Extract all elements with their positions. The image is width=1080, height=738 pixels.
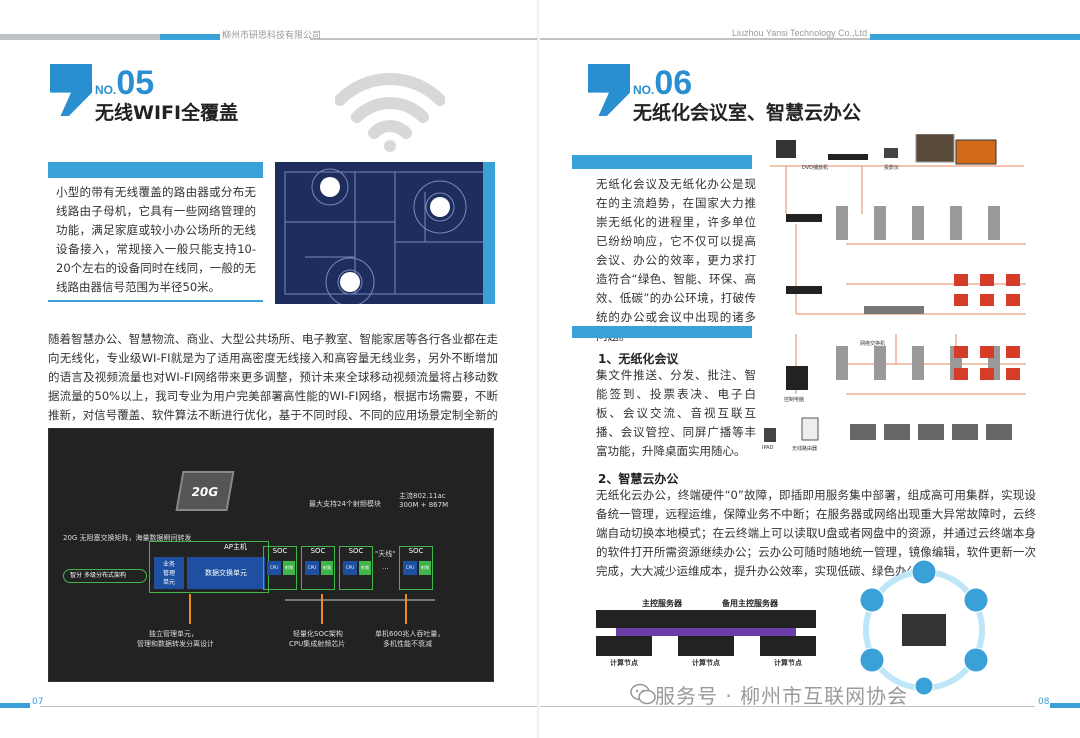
left-page: 柳州市研思科技有限公司 NO.05 无线WIFI全覆盖 小型的带有无线覆盖的路由… <box>0 30 540 708</box>
right-header: Liuzhou Yansi Technology Co.,Ltd <box>732 28 868 38</box>
section-number: 06 <box>654 64 693 102</box>
ellipsis-label: ... <box>382 563 389 571</box>
throughput-label-2: 多机性能不衰减 <box>383 640 432 648</box>
left-header: 柳州市研思科技有限公司 <box>222 30 322 40</box>
compute-node-label-3: 计算节点 <box>774 659 802 667</box>
main-server-label: 主控服务器 <box>642 599 682 608</box>
cloud-terminal-ring <box>859 559 989 696</box>
ap-architecture-diagram: 20G 20G 无阻塞交换矩阵，海量数据瞬间转发 AP主机 业务 管理 单元 数… <box>48 428 494 682</box>
wechat-icon <box>630 683 656 705</box>
section-title: 无纸化会议室、智慧云办公 <box>633 102 862 124</box>
ac-standard-label: 主流802.11ac <box>399 492 446 500</box>
slash-icon <box>50 64 92 116</box>
speed-label: 300M + 867M <box>399 501 449 509</box>
soc-box-3: SOC CPU 射频 <box>339 546 373 590</box>
router-label: 无线路由器 <box>792 446 818 452</box>
intro-text: 小型的带有无线覆盖的路由器或分布无线路由子母机，它具有一些网络管理的功能，满足家… <box>56 185 256 294</box>
projector-label: 投影仪 <box>884 165 900 171</box>
no-prefix: NO. <box>95 83 117 97</box>
compute-node-label-1: 计算节点 <box>610 659 638 667</box>
soc-box-1: SOC CPU 射频 <box>263 546 297 590</box>
multi-level-label: 多级分布式架构 <box>83 572 126 579</box>
antenna-label: "天线" <box>375 550 396 558</box>
soc-group: SOC CPU 射频 SOC CPU 射频 SOC CPU 射频 <box>263 546 379 592</box>
ipad-label: IPAD <box>762 445 774 451</box>
right-page: Liuzhou Yansi Technology Co.,Ltd NO.06 无… <box>540 0 1080 738</box>
top-bar-right-blue <box>870 34 1080 40</box>
no-prefix: NO. <box>633 83 655 97</box>
body-text: 随着智慧办公、智慧物流、商业、大型公共场所、电子教室、智能家居等各行各业都在走向… <box>48 332 498 441</box>
section-title: 无线WIFI全覆盖 <box>95 102 239 124</box>
control-pc-label: 控制电脑 <box>784 397 805 403</box>
data-switch-unit: 数据交换单元 <box>187 557 265 589</box>
soc-arch-label-2: CPU集成射频芯片 <box>289 640 346 648</box>
section-number: 05 <box>116 64 155 102</box>
intro-text: 无纸化会议及无纸化办公是现在的主流趋势，在国家大力推崇无纸化的进程里，许多单位已… <box>596 177 756 343</box>
switch-matrix-label: 20G 无阻塞交换矩阵，海量数据瞬间转发 <box>63 534 192 542</box>
sub-1-text: 集文件推送、分发、批注、智能签到、投票表决、电子白板、会议交流、音视互联互播、会… <box>596 368 756 458</box>
business-mgmt-unit: 业务 管理 单元 <box>154 557 184 589</box>
intro-box <box>48 162 263 302</box>
switch-label: 网络交换机 <box>860 341 886 347</box>
backup-server-label: 备用主控服务器 <box>722 599 778 608</box>
paperless-network-diagram <box>764 134 1026 442</box>
ap-host-label: AP主机 <box>224 543 248 551</box>
slash-icon <box>588 64 630 116</box>
mgmt-label: 独立管理单元， <box>149 630 198 638</box>
chip-graphic: 20G <box>175 471 235 511</box>
right-page-number: 08 <box>1038 697 1050 707</box>
smart-label: 智分 <box>70 572 83 579</box>
top-line-left <box>310 38 540 40</box>
left-page-number: 07 <box>32 697 44 707</box>
watermark-text: 服务号 · 柳州市互联网协会 <box>655 684 909 708</box>
sub-2-text: 无纸化云办公，终端硬件“0”故障，即插即用服务集中部署，组成高可用集群，实现设备… <box>596 488 1036 578</box>
chip-label: 20G <box>190 485 220 499</box>
top-bar-left-blue <box>160 34 220 40</box>
sub-heading-1: 1、无纸化会议 <box>598 352 679 366</box>
dvd-label: DVD播放机 <box>802 165 829 171</box>
cloud-server-diagram: 主控服务器 备用主控服务器 计算节点 计算节点 计算节点 <box>596 596 816 676</box>
mgmt-label-2: 管理和数据转发分离设计 <box>137 640 214 648</box>
top-bar-left-grey <box>0 34 160 40</box>
compute-node-label-2: 计算节点 <box>692 659 720 667</box>
wifi-icon <box>335 72 445 152</box>
throughput-label: 单机600兆人吞吐量， <box>375 630 445 638</box>
sub-heading-2: 2、智慧云办公 <box>598 472 679 486</box>
soc-box-4: SOC CPU 射频 <box>399 546 433 590</box>
max-rf-label: 最大支持24个射频模块 <box>309 500 381 508</box>
floor-plan-image <box>275 162 495 304</box>
soc-box-2: SOC CPU 射频 <box>301 546 335 590</box>
soc-arch-label: 轻量化SOC架构 <box>293 630 343 638</box>
